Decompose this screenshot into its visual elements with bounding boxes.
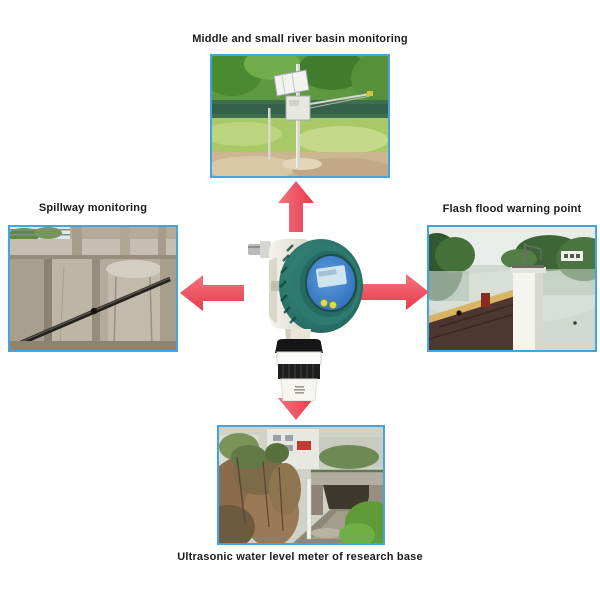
flood-warning-lake-tower-photo <box>427 225 597 352</box>
spillway-photo-art <box>10 227 176 350</box>
research-base-stream-photo <box>217 425 385 545</box>
left-node-label: Spillway monitoring <box>38 202 148 214</box>
river-basin-photo-art <box>212 56 388 176</box>
river-basin-monitoring-station-photo <box>210 54 390 178</box>
bottom-node-label: Ultrasonic water level meter of research… <box>177 551 423 563</box>
arrow-up-icon <box>278 181 314 232</box>
right-node-label: Flash flood warning point <box>442 203 582 215</box>
spillway-concrete-structure-photo <box>8 225 178 352</box>
flood-warning-photo-art <box>429 227 595 350</box>
ultrasonic-level-meter-illustration <box>248 239 363 401</box>
arrow-left-icon <box>180 275 244 311</box>
research-base-photo-art <box>219 427 383 543</box>
arrow-right-icon <box>355 274 429 310</box>
top-node-label: Middle and small river basin monitoring <box>192 33 408 45</box>
